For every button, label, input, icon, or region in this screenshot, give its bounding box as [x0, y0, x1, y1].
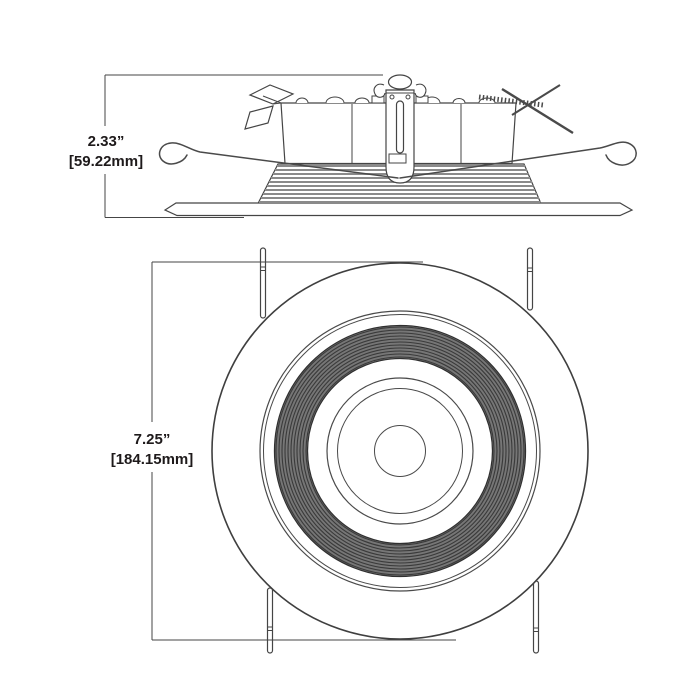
trim-inner-edge-inner — [263, 314, 537, 588]
friction-clips — [259, 247, 540, 654]
spring-arm-short — [511, 84, 561, 116]
clip-bottom-left — [266, 587, 274, 654]
retention-wire-left — [158, 142, 399, 179]
diameter-dimension-inches: 7.25” — [134, 431, 171, 448]
bracket-slot — [395, 100, 405, 154]
front-view: 7.25” [184.15mm] — [111, 247, 589, 654]
bracket-window — [388, 153, 407, 164]
bracket-hole-right — [405, 94, 411, 100]
height-dimension: 2.33” [59.22mm] — [69, 74, 383, 218]
housing-top-components — [295, 95, 496, 104]
fixture-face — [211, 262, 589, 640]
clip-top-right — [526, 247, 534, 311]
diameter-dimension-millimeters: [184.15mm] — [111, 451, 194, 468]
baffle-inner-edge — [306, 357, 494, 545]
spring-arm-long — [501, 87, 574, 135]
bracket-ear-left — [373, 83, 386, 98]
baffle-ring — [273, 324, 527, 578]
clip-top-left — [259, 247, 267, 319]
clip-detents — [260, 266, 539, 632]
diameter-dimension: 7.25” [184.15mm] — [111, 261, 456, 641]
side-view: 2.33” [59.22mm] — [69, 74, 637, 218]
spring-wing-lower — [244, 105, 274, 130]
mounting-bracket — [373, 74, 427, 184]
height-dimension-millimeters: [59.22mm] — [69, 153, 143, 170]
baffle-ring-ribs — [275, 326, 525, 576]
screw-head — [387, 74, 413, 90]
trim-flange — [163, 202, 634, 217]
bracket-hole-left — [389, 94, 395, 100]
clip-bottom-right — [532, 580, 540, 654]
lens-inner-ring — [337, 388, 463, 514]
torsion-spring-left — [244, 84, 295, 130]
bracket-ear-right — [414, 83, 427, 98]
baffle-outer-edge — [273, 324, 527, 578]
housing-corner-link — [262, 95, 282, 104]
retention-wire-right — [399, 141, 637, 179]
height-dimension-inches: 2.33” — [88, 133, 125, 150]
center-led-circle — [374, 425, 426, 477]
torsion-spring-right — [478, 84, 574, 135]
lens-outer-ring — [326, 377, 474, 525]
spring-wing-upper — [248, 84, 295, 105]
spring-wing-link — [272, 102, 282, 105]
